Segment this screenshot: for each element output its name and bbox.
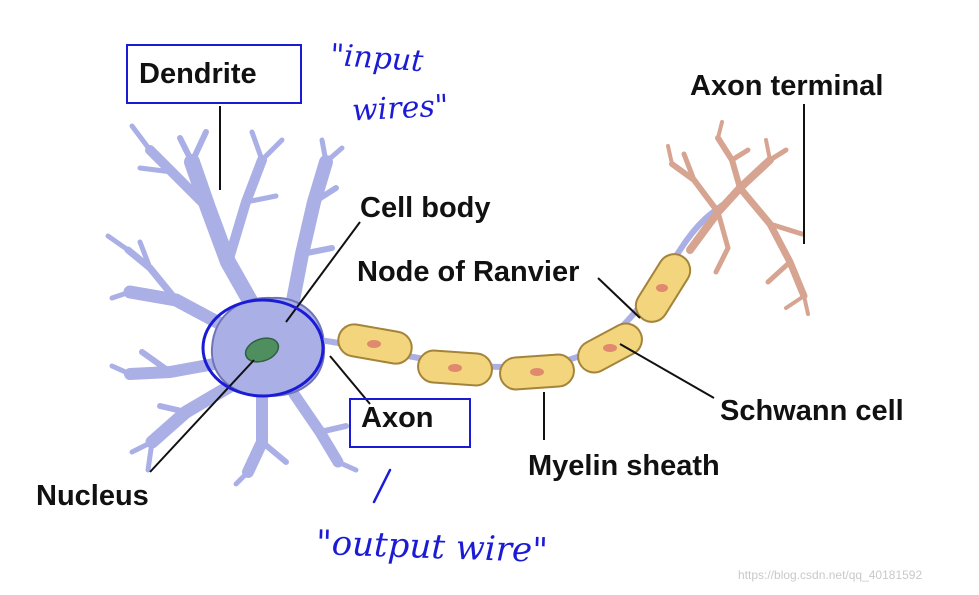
watermark: https://blog.csdn.net/qq_40181592 [738, 568, 923, 582]
annotation-input-wires-line1: "input [328, 37, 425, 80]
pointer-lines [149, 104, 805, 473]
label-dendrite: Dendrite [139, 58, 257, 90]
cell-body-highlight-circle [201, 298, 325, 398]
label-nucleus: Nucleus [36, 480, 149, 512]
label-axon-terminal: Axon terminal [690, 70, 884, 102]
output-pointer-stroke [372, 468, 392, 504]
label-myelin-sheath: Myelin sheath [528, 450, 720, 482]
schwann-nuclei [367, 284, 668, 376]
axon-highlight-box [349, 398, 471, 448]
dendrite-highlight-box [126, 44, 302, 104]
annotation-input-wires-line2: wires" [351, 88, 450, 129]
label-node-of-ranvier: Node of Ranvier [357, 256, 580, 288]
label-axon: Axon [361, 402, 434, 434]
label-cell-body: Cell body [360, 192, 491, 224]
nucleus [244, 337, 280, 363]
dendrites [105, 123, 359, 487]
axon-terminal-branches [666, 120, 810, 316]
label-schwann-cell: Schwann cell [720, 395, 904, 427]
annotation-output-wire: "output wire" [315, 522, 549, 572]
